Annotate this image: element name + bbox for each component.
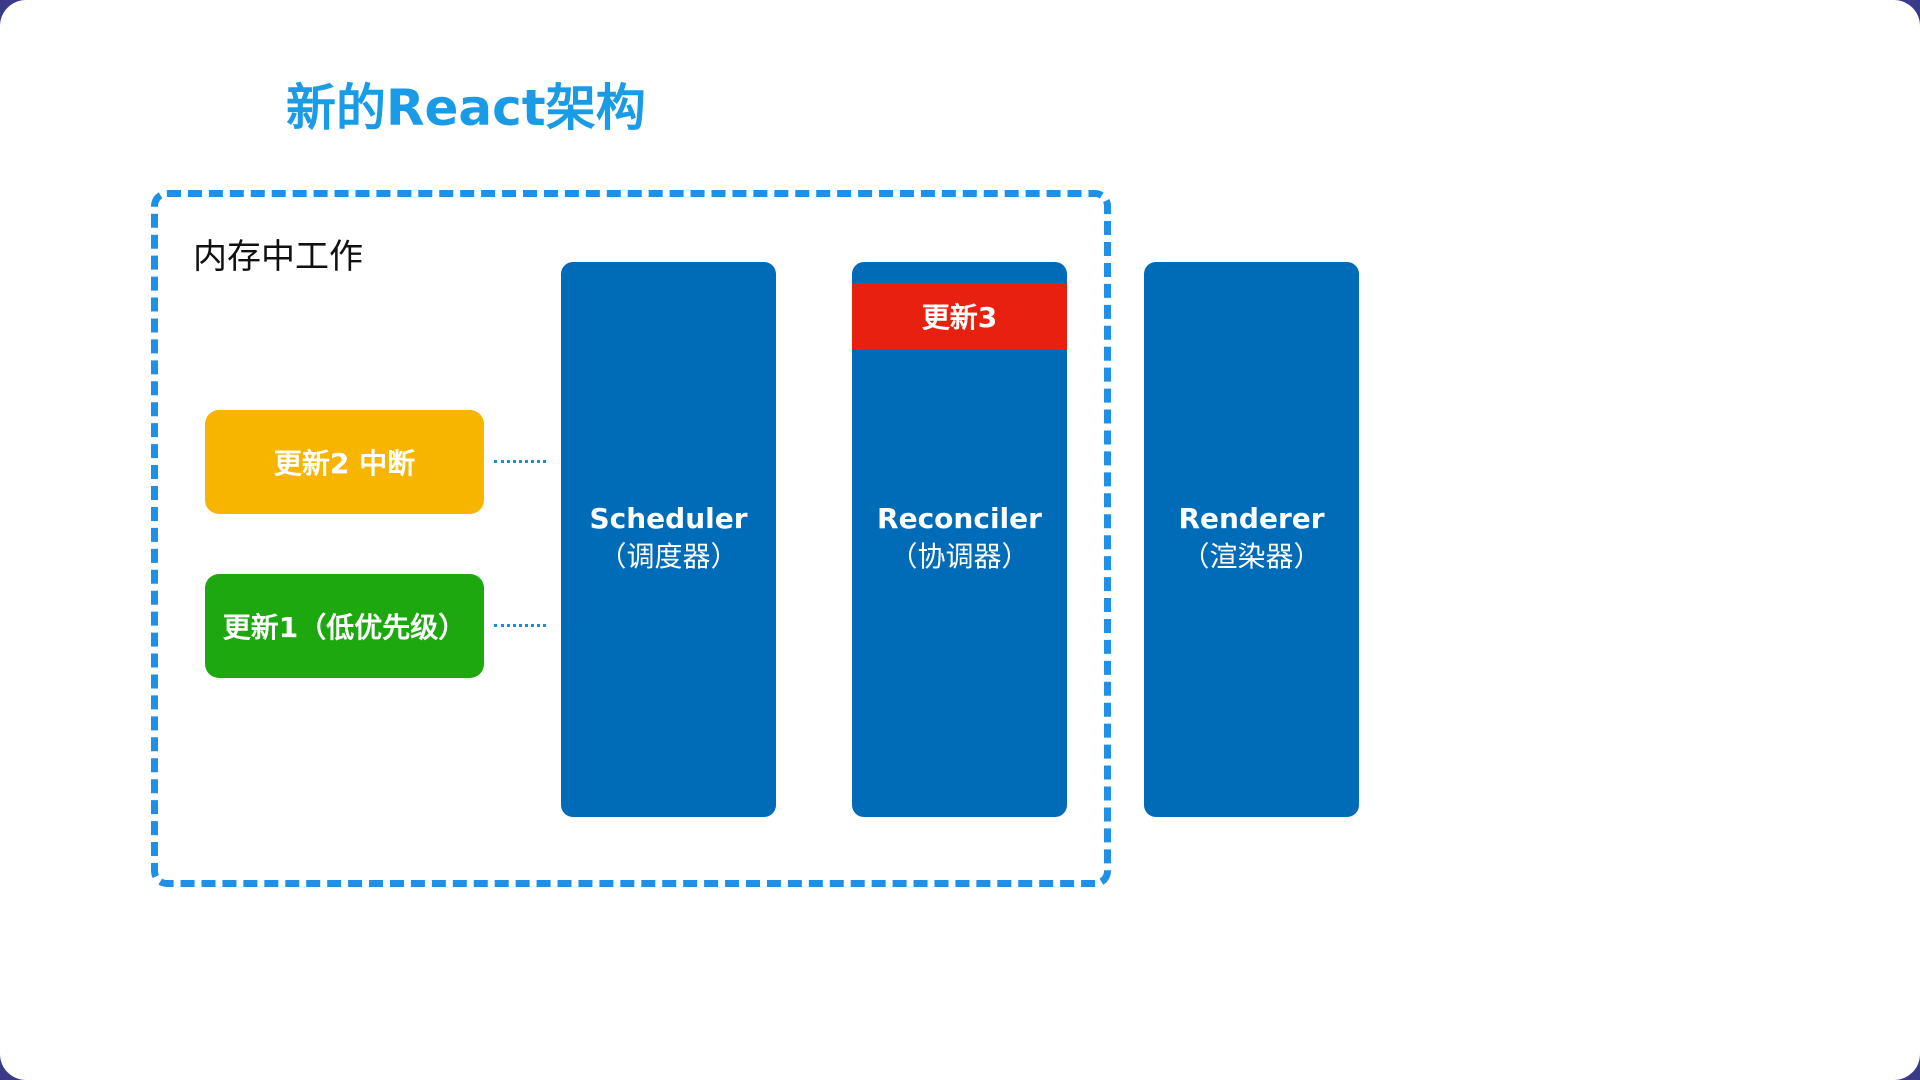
reconciler-subtitle: （协调器） <box>889 540 1030 573</box>
update-2-connector <box>494 460 546 463</box>
update-2-interrupted-node: 更新2 中断 <box>205 410 484 514</box>
renderer-subtitle: （渲染器） <box>1181 540 1322 573</box>
memory-work-label: 内存中工作 <box>193 237 363 277</box>
scheduler-subtitle: （调度器） <box>598 540 739 573</box>
memory-work-group <box>151 190 1111 887</box>
scheduler-name: Scheduler <box>589 502 748 535</box>
scheduler-label: Scheduler （调度器） <box>561 500 776 576</box>
reconciler-name: Reconciler <box>877 502 1042 535</box>
update-1-connector <box>494 624 546 627</box>
renderer-name: Renderer <box>1178 502 1325 535</box>
update-3-badge: 更新3 <box>852 283 1067 349</box>
reconciler-label: Reconciler （协调器） <box>852 500 1067 576</box>
diagram-title: 新的React架构 <box>286 79 646 137</box>
reconciler-column: 更新3 Reconciler （协调器） <box>852 262 1067 817</box>
renderer-label: Renderer （渲染器） <box>1144 500 1359 576</box>
scheduler-column: Scheduler （调度器） <box>561 262 776 817</box>
renderer-column: Renderer （渲染器） <box>1144 262 1359 817</box>
update-1-low-priority-node: 更新1（低优先级） <box>205 574 484 678</box>
